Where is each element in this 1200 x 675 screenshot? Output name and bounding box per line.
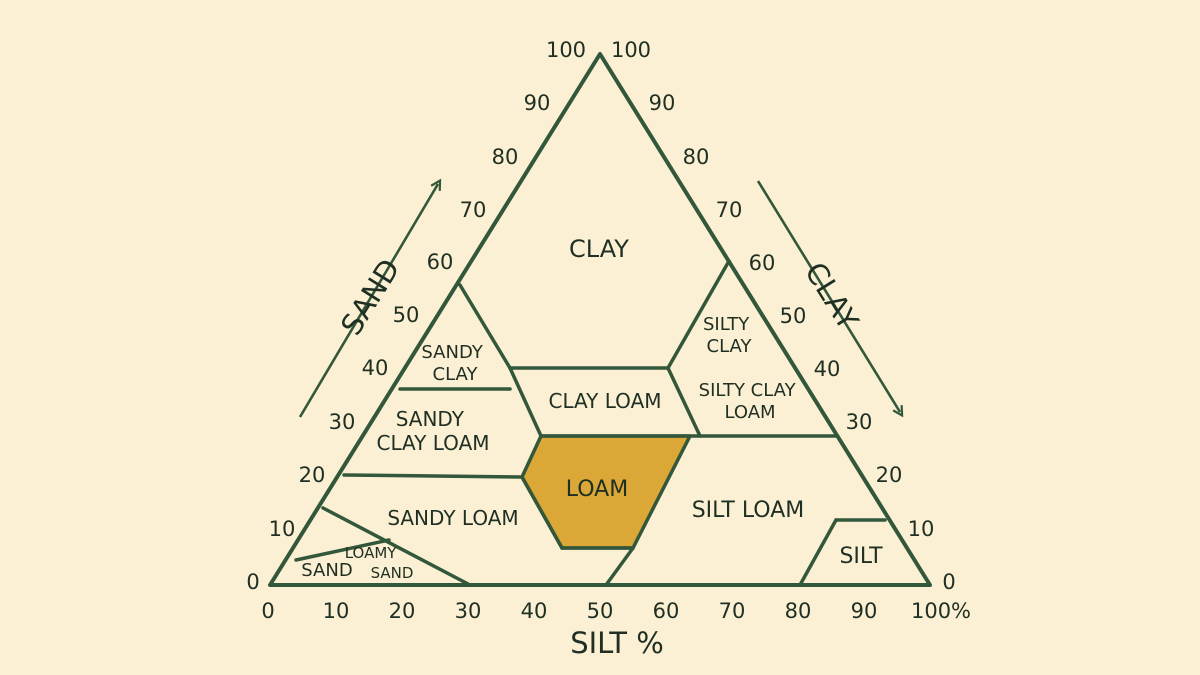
clay-tick: 80 <box>683 145 710 169</box>
sand-tick: 90 <box>524 91 551 115</box>
clay-tick: 0 <box>942 570 955 594</box>
silt-tick: 90 <box>851 599 878 623</box>
silt-tick-labels: 0 10 20 30 40 50 60 70 80 90 100% <box>261 599 971 623</box>
sand-axis-title: SAND <box>334 253 407 341</box>
clay-tick: 10 <box>908 517 935 541</box>
sand-tick: 100 <box>546 38 586 62</box>
silt-tick: 0 <box>261 599 274 623</box>
region-label-silty-clay[interactable]: SILTY CLAY <box>703 314 755 357</box>
sand-tick: 80 <box>492 145 519 169</box>
clay-tick: 70 <box>716 198 743 222</box>
sand-tick: 60 <box>427 250 454 274</box>
region-label-sandy-clay-loam[interactable]: SANDY CLAY LOAM <box>376 407 489 455</box>
silt-tick: 40 <box>521 599 548 623</box>
silt-tick: 80 <box>785 599 812 623</box>
clay-tick: 40 <box>814 357 841 381</box>
region-label-sand[interactable]: SAND <box>301 560 352 581</box>
region-label-silt[interactable]: SILT <box>839 544 883 569</box>
clay-tick-labels: 0 10 20 30 40 50 60 70 80 90 100 <box>611 38 956 594</box>
region-label-sandy-clay[interactable]: SANDY CLAY <box>421 342 488 385</box>
clay-tick: 50 <box>780 304 807 328</box>
silt-tick: 10 <box>323 599 350 623</box>
clay-loam-left-boundary <box>508 366 543 438</box>
sand-tick: 70 <box>460 198 487 222</box>
region-label-loam[interactable]: LOAM <box>566 477 628 502</box>
silt-axis-title: SILT % <box>570 626 664 660</box>
silt-left-boundary <box>798 518 838 587</box>
silt-tick: 60 <box>653 599 680 623</box>
region-labels: CLAY SANDY CLAY SILTY CLAY CLAY LOAM SIL… <box>301 235 883 582</box>
region-boundaries <box>294 259 887 587</box>
region-label-silt-loam[interactable]: SILT LOAM <box>692 498 805 523</box>
clay-tick: 100 <box>611 38 651 62</box>
region-label-silty-clay-loam[interactable]: SILTY CLAY LOAM <box>699 380 802 423</box>
clay-tick: 90 <box>649 91 676 115</box>
silt-tick: 20 <box>389 599 416 623</box>
sand-tick: 40 <box>362 356 389 380</box>
sand-tick-labels: 0 10 20 30 40 50 60 70 80 90 100 <box>246 38 586 594</box>
sand-axis-arrow <box>298 184 438 418</box>
region-label-loamy-sand[interactable]: LOAMY SAND <box>345 544 414 582</box>
sand-tick: 20 <box>299 463 326 487</box>
sand-tick: 10 <box>269 517 296 541</box>
silty-clay-boundary <box>666 259 731 370</box>
region-label-clay[interactable]: CLAY <box>569 235 629 263</box>
silt-tick: 70 <box>719 599 746 623</box>
clay-tick: 60 <box>749 251 776 275</box>
region-label-sandy-loam[interactable]: SANDY LOAM <box>387 506 518 530</box>
loam-left-lower-boundary <box>520 475 564 550</box>
silt-tick: 50 <box>587 599 614 623</box>
clay-tick: 20 <box>876 463 903 487</box>
silty-clay-loam-divider <box>666 366 702 438</box>
clay-axis-title: CLAY <box>798 256 865 336</box>
silt-tick: 100% <box>911 599 971 623</box>
sand-tick: 30 <box>329 410 356 434</box>
clay-tick: 30 <box>846 410 873 434</box>
silt-tick: 30 <box>455 599 482 623</box>
clay-axis-arrow <box>756 180 900 412</box>
loamy-sand-upper-boundary <box>321 506 472 587</box>
sandy-clay-boundary <box>458 283 512 370</box>
sand-boundary <box>294 538 391 562</box>
silt-loam-boundary <box>604 546 635 587</box>
region-label-clay-loam[interactable]: CLAY LOAM <box>548 389 661 413</box>
sandy-clay-loam-bottom-boundary <box>342 473 524 479</box>
triangle-outline <box>268 52 932 587</box>
sand-tick: 0 <box>246 570 259 594</box>
sand-tick: 50 <box>393 303 420 327</box>
